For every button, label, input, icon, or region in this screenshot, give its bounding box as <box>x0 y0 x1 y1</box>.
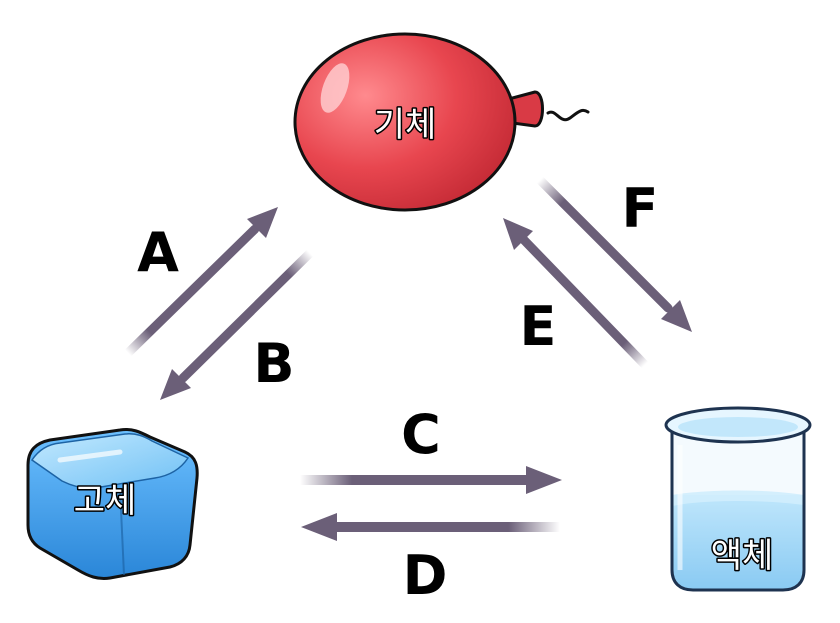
gas-label: 기체 <box>374 105 437 145</box>
arrow-c <box>295 466 562 494</box>
solid-label: 고체 <box>74 481 137 521</box>
liquid-label: 액체 <box>711 536 774 576</box>
arrow-d <box>301 513 565 541</box>
beaker-icon <box>664 406 812 592</box>
arrow-b <box>160 248 315 400</box>
balloon-icon <box>293 32 590 212</box>
transition-label-b: B <box>253 332 294 395</box>
arrow-a <box>123 207 278 358</box>
arrow-e <box>503 218 650 370</box>
transition-label-d: D <box>403 544 448 607</box>
transition-label-a: A <box>137 221 179 284</box>
transition-label-e: E <box>520 295 557 358</box>
ice-cube-icon <box>26 428 199 580</box>
transition-label-f: F <box>622 177 659 240</box>
transition-label-c: C <box>401 403 441 466</box>
arrow-f <box>535 175 692 332</box>
